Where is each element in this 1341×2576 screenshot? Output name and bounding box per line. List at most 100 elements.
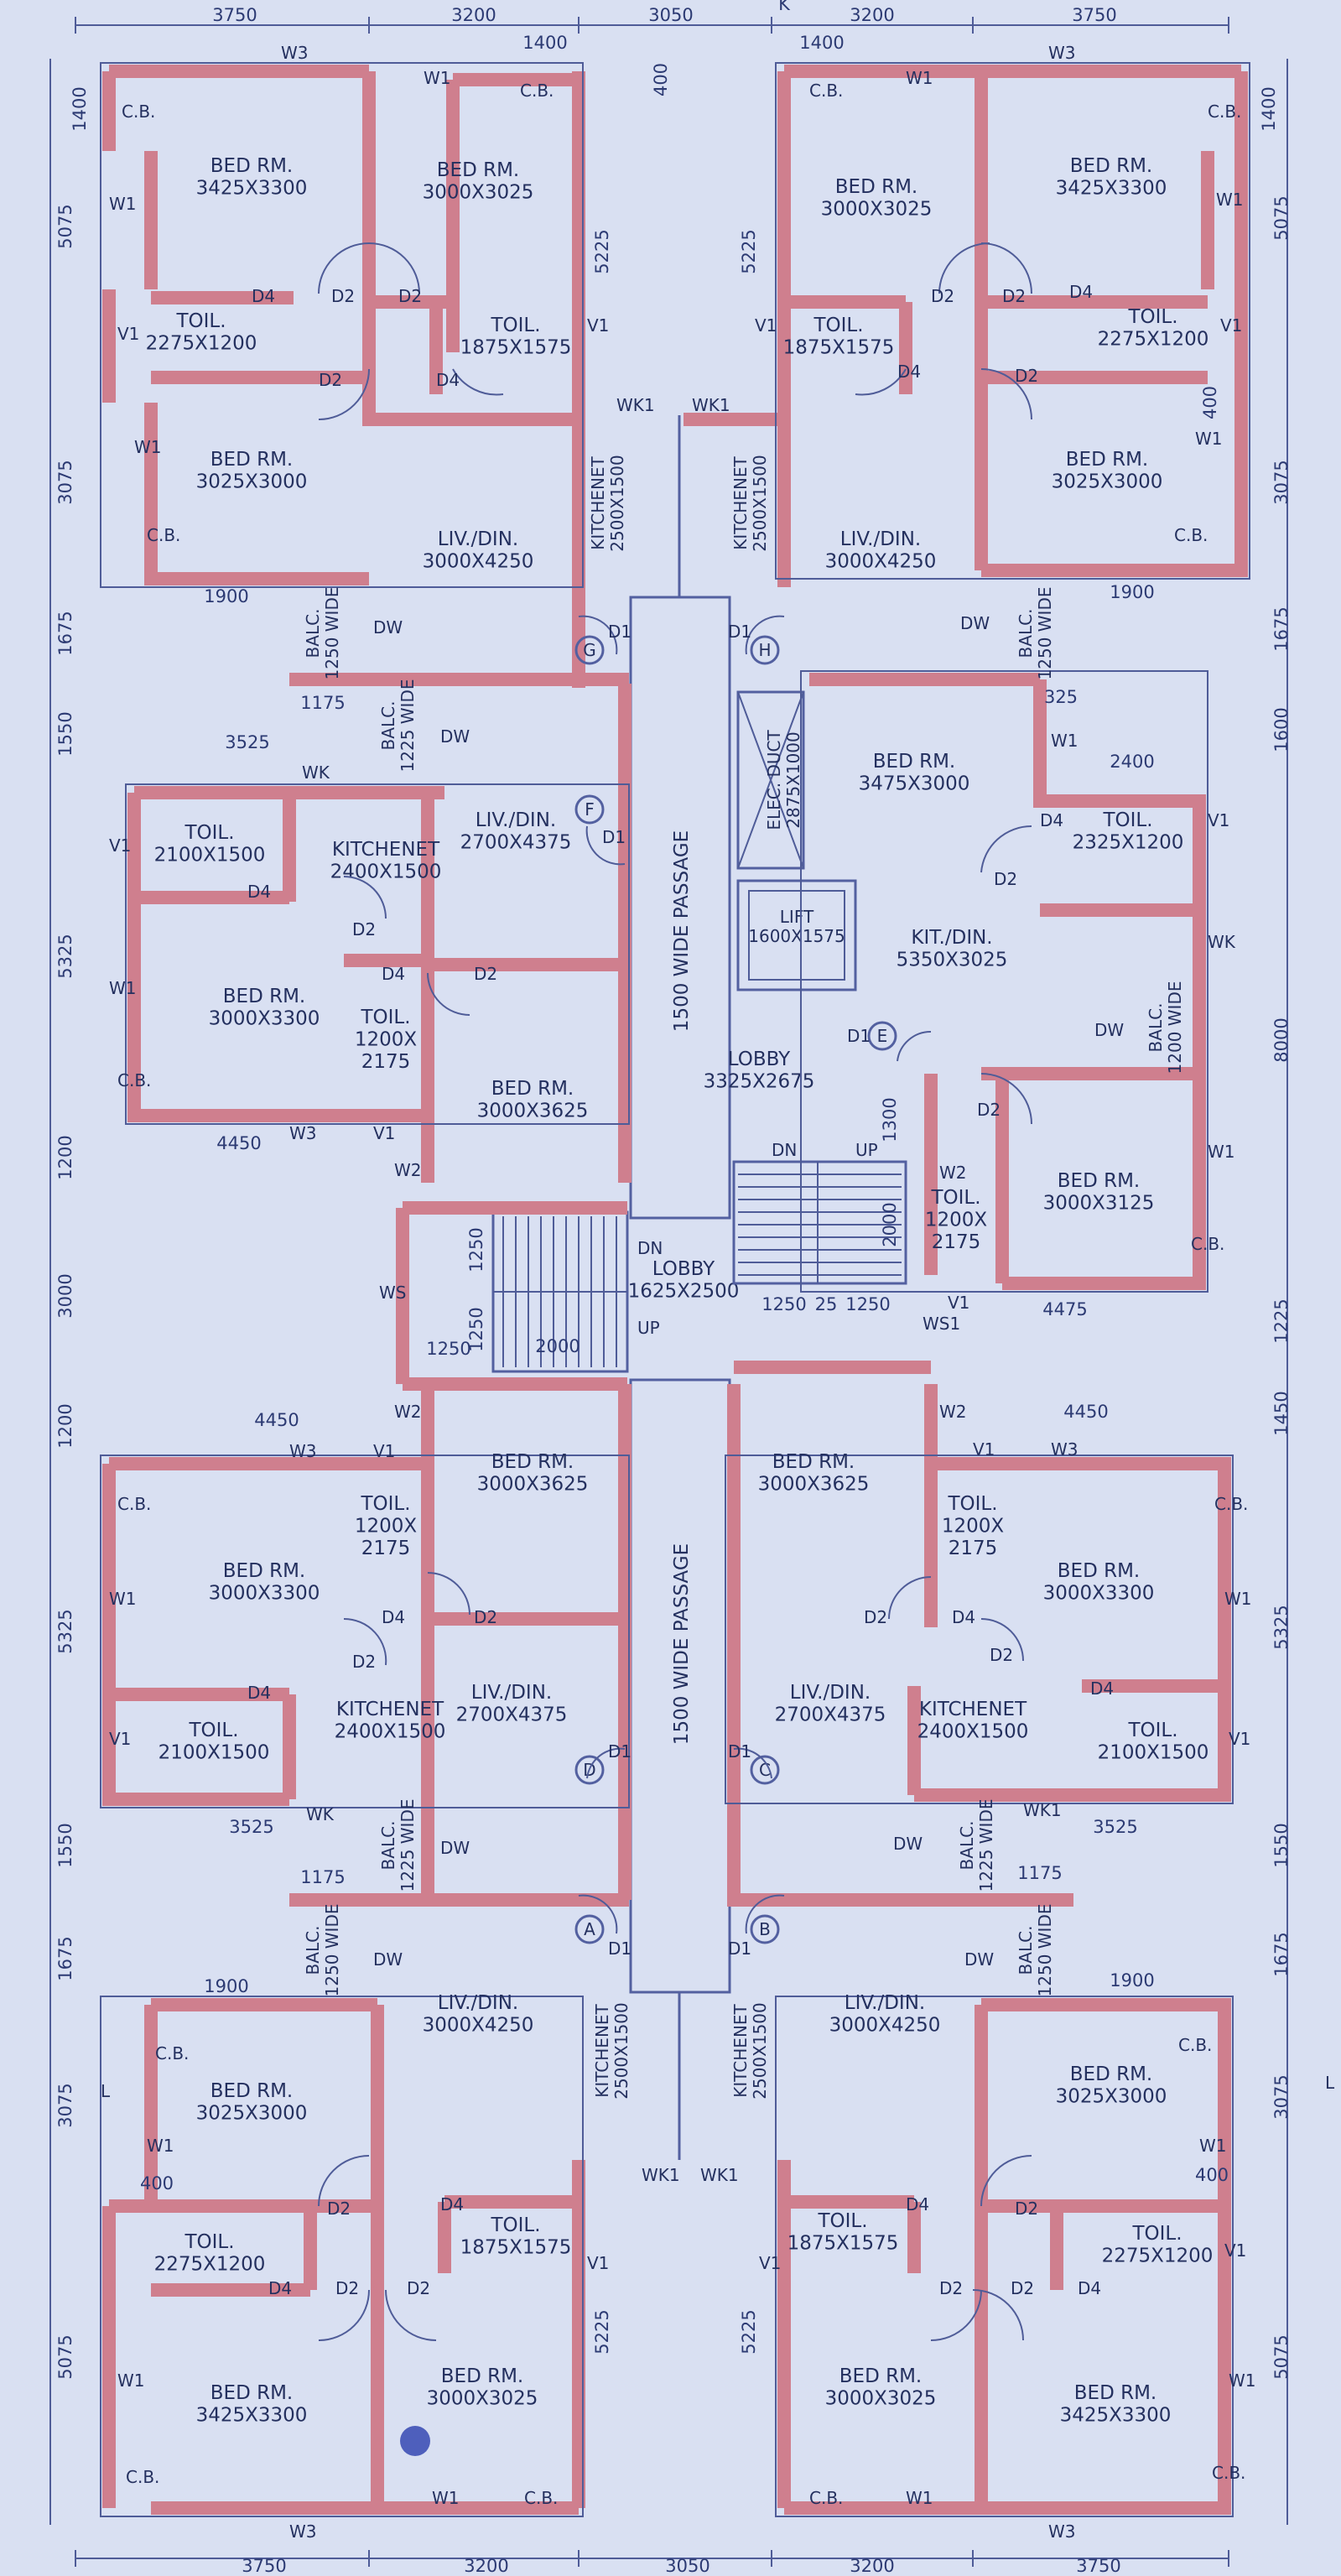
- room-toil-br-1-text-line: TOIL.: [817, 2210, 867, 2232]
- room-toil-tl-2-text-line: TOIL.: [490, 315, 540, 336]
- room-liv-tl-text: LIV./DIN.3000X4250: [423, 528, 534, 572]
- room-toil-tr-1: TOIL.1875X1575: [783, 315, 895, 358]
- tag-w1-12: W1: [147, 2136, 174, 2156]
- idim-14: 3525: [229, 1817, 273, 1837]
- lobby-main-text-line: LOBBY: [728, 1049, 791, 1070]
- tag-d2-6: D2: [1015, 366, 1038, 386]
- room-bed-tr-2-text: BED RM.3425X3300: [1056, 155, 1167, 199]
- room-bed-bl-3-text: BED RM.3000X3025: [427, 2365, 538, 2409]
- tag-v1-14: V1: [759, 2253, 781, 2273]
- room-balc-lmr: BALC.1225 WIDE: [957, 1799, 996, 1892]
- tag-w3-1: W3: [281, 43, 309, 63]
- room-toil-bl-2-text-line: 1875X1575: [460, 2236, 572, 2258]
- room-bed-uml-2-text-line: 3000X3625: [477, 1100, 589, 1121]
- room-toil-tl-1-text-line: 2275X1200: [146, 332, 257, 354]
- stair-left-up: UP: [637, 1318, 660, 1338]
- tag-d4-13: D4: [906, 2194, 929, 2214]
- room-bed-umr-2-text: BED RM.3000X3125: [1043, 1170, 1155, 1214]
- room-kitchenet-lmr-text-line: KITCHENET: [919, 1699, 1027, 1720]
- room-bed-tl-2-text-line: BED RM.: [437, 159, 519, 181]
- dim-right-12: 5075: [1271, 2334, 1292, 2379]
- room-balc-br-text: BALC.1250 WIDE: [1016, 1904, 1055, 1997]
- tag-d2-2: D2: [398, 286, 422, 306]
- room-bed-umr-1-text-line: 3475X3000: [859, 773, 970, 794]
- room-liv-lml-text-line: LIV./DIN.: [471, 1682, 552, 1704]
- room-liv-bl-text: LIV./DIN.3000X4250: [423, 1992, 534, 2036]
- room-balc-br-text-line: BALC.: [1016, 1926, 1036, 1975]
- room-kitchenet-bl-text-line: 2500X1500: [611, 2002, 632, 2100]
- tag-v1-7: V1: [1208, 810, 1229, 830]
- room-toil-br-1-text-line: 1875X1575: [787, 2232, 899, 2254]
- tag-ws1: WS1: [923, 1314, 960, 1334]
- room-toil-lml-2-text: TOIL.2100X1500: [159, 1720, 270, 1763]
- idim-25: 25: [815, 1294, 838, 1314]
- section-marker-k: K: [778, 0, 791, 14]
- room-bed-bl-3-text-line: BED RM.: [441, 2365, 523, 2387]
- idim-35: 400: [1200, 386, 1220, 419]
- idim-22: 2400: [1110, 752, 1154, 772]
- tag-d2-19: D2: [939, 2278, 963, 2298]
- room-bed-br-3-text-line: BED RM.: [1074, 2382, 1156, 2404]
- tag-w1-4: W1: [906, 68, 933, 88]
- tag-ws: WS: [379, 1283, 406, 1303]
- room-bed-bl-1: BED RM.3025X3000: [196, 2080, 308, 2124]
- room-liv-uml-text-line: LIV./DIN.: [476, 809, 556, 831]
- dim-left-8: 1200: [55, 1403, 75, 1448]
- room-bed-lmr-1: BED RM.3000X3625: [758, 1451, 870, 1495]
- room-bed-uml-1: BED RM.3000X3300: [209, 986, 320, 1029]
- room-bed-umr-1-text: BED RM.3475X3000: [859, 751, 970, 794]
- tag-v1-2: V1: [587, 315, 609, 336]
- tag-d4-12: D4: [440, 2194, 464, 2214]
- room-toil-lmr-2-text-line: TOIL.: [1127, 1720, 1177, 1741]
- tag-d4-1: D4: [252, 286, 275, 306]
- room-toil-uml-2-text-line: TOIL.: [360, 1007, 410, 1028]
- idim-1: 1400: [70, 86, 90, 131]
- tag-w1-16: W1: [432, 2488, 460, 2508]
- tag-w1-5: W1: [1216, 190, 1244, 210]
- room-bed-br-1-text-line: 3025X3000: [1056, 2085, 1167, 2107]
- tag-v1-11: V1: [973, 1439, 995, 1460]
- tag-cb-4: C.B.: [809, 81, 843, 101]
- room-bed-uml-1-text: BED RM.3000X3300: [209, 986, 320, 1029]
- room-kit-din-umr-text-line: KIT./DIN.: [911, 927, 992, 949]
- room-liv-tr-text-line: LIV./DIN.: [840, 528, 921, 550]
- flat-marker-g: G: [574, 635, 605, 665]
- room-liv-br-text: LIV./DIN.3000X4250: [829, 1992, 941, 2036]
- dim-right-3: 1675: [1271, 606, 1292, 651]
- room-balc-br: BALC.1250 WIDE: [1016, 1904, 1055, 1997]
- room-bed-br-1-text: BED RM.3025X3000: [1056, 2063, 1167, 2107]
- tag-wk-1: WK: [302, 762, 330, 783]
- tag-d2-14: D2: [990, 1645, 1013, 1665]
- dim-top-5: 3750: [1072, 5, 1116, 25]
- room-bed-tr-1-text-line: 3000X3025: [821, 198, 933, 220]
- idim-33: 2000: [535, 1336, 580, 1356]
- idim-9: 1900: [204, 586, 248, 606]
- room-bed-tr-3-text: BED RM.3025X3000: [1052, 449, 1163, 492]
- tag-wk-3: WK: [306, 1804, 335, 1824]
- room-bed-uml-1-text-line: BED RM.: [223, 986, 305, 1007]
- idim-5: 5225: [592, 229, 612, 273]
- dim-right-11: 3075: [1271, 2074, 1292, 2119]
- tag-cb-1: C.B.: [122, 101, 155, 122]
- lobby-main-text-line: 3325X2675: [704, 1070, 815, 1092]
- room-liv-lmr: LIV./DIN.2700X4375: [775, 1682, 886, 1725]
- idim-2: 1400: [522, 33, 567, 53]
- room-toil-tl-1-text: TOIL.2275X1200: [146, 310, 257, 354]
- tag-w1-9: W1: [1208, 1142, 1235, 1162]
- tag-w1-11: W1: [1224, 1589, 1252, 1609]
- room-toil-tl-1-text-line: TOIL.: [175, 310, 226, 332]
- ink-blot: [400, 2426, 430, 2456]
- room-bed-uml-1-text-line: 3000X3300: [209, 1007, 320, 1029]
- idim-24: 1250: [761, 1294, 806, 1314]
- tag-cb-10: C.B.: [1214, 1494, 1248, 1514]
- room-bed-umr-1-text-line: BED RM.: [873, 751, 955, 773]
- room-bed-tl-1: BED RM.3425X3300: [196, 155, 308, 199]
